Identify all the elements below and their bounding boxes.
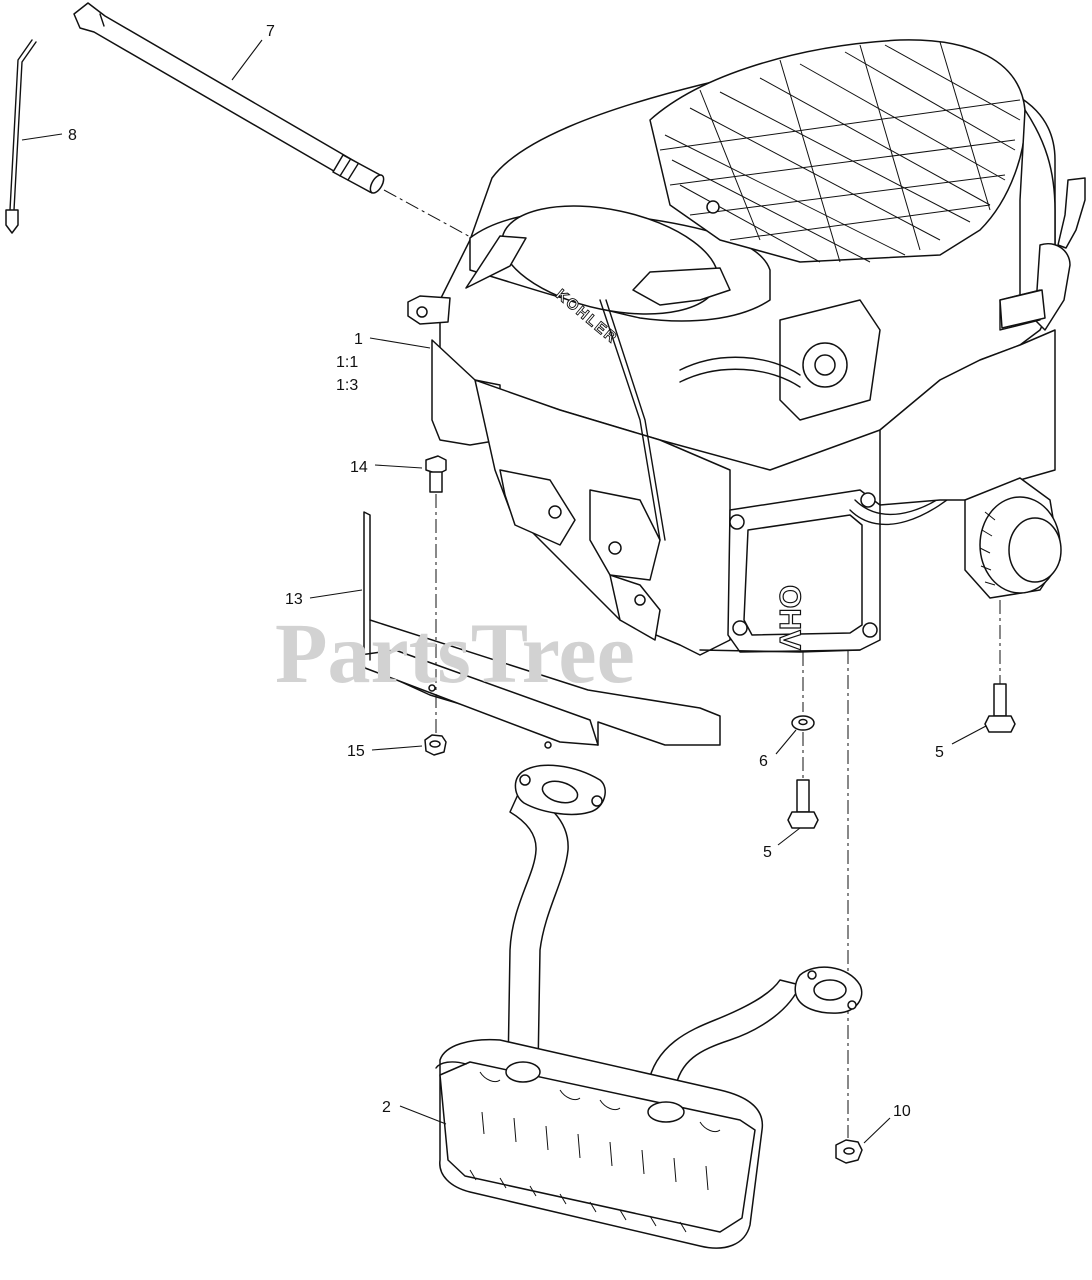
callout-1-3: 1:3 — [336, 377, 358, 394]
callout-6: 6 — [759, 753, 768, 770]
callout-5-right: 5 — [935, 744, 944, 761]
nut-15 — [424, 734, 447, 756]
callout-5b-leader — [951, 725, 987, 745]
callout-2-leader — [399, 1105, 447, 1125]
callout-7: 7 — [266, 23, 275, 40]
callout-10-leader — [863, 1117, 891, 1144]
bolt-5-right — [984, 683, 1016, 733]
callout-5a-leader — [777, 827, 801, 846]
partstree-watermark: PartsTree — [275, 605, 635, 701]
muffler — [435, 764, 863, 1249]
oil-filter — [964, 477, 1062, 599]
callouts: 7 8 1 1:1 1:3 14 13 15 6 5 5 2 10 — [21, 23, 987, 1144]
callout-8-leader — [21, 133, 63, 141]
nut-10 — [835, 1139, 863, 1164]
heat-shield — [359, 511, 721, 749]
ohv-label: OHV — [773, 585, 806, 650]
dipstick — [5, 39, 37, 234]
dipstick-leader-dash — [383, 189, 486, 246]
washer-6 — [791, 715, 815, 731]
callout-13-leader — [309, 589, 363, 599]
callout-2: 2 — [382, 1099, 391, 1116]
callout-10: 10 — [893, 1103, 911, 1120]
callout-14: 14 — [350, 459, 368, 476]
callout-8: 8 — [68, 127, 77, 144]
callout-13: 13 — [285, 591, 303, 608]
callout-5-center: 5 — [763, 844, 772, 861]
callout-1: 1 — [354, 331, 363, 348]
callout-7-leader — [231, 39, 263, 81]
cooling-grille — [649, 39, 1027, 263]
callout-15: 15 — [347, 743, 365, 760]
engine-assembly: KOHLER — [407, 39, 1086, 656]
dipstick-tube — [73, 2, 385, 194]
callout-1-leader — [369, 337, 431, 349]
callout-14-leader — [374, 464, 423, 469]
bolt-5-center — [787, 779, 819, 829]
callout-6-leader — [775, 729, 797, 755]
bolt-14 — [425, 455, 447, 493]
callout-15-leader — [371, 745, 423, 751]
callout-1-1: 1:1 — [336, 354, 358, 371]
valve-cover: OHV — [727, 489, 881, 653]
